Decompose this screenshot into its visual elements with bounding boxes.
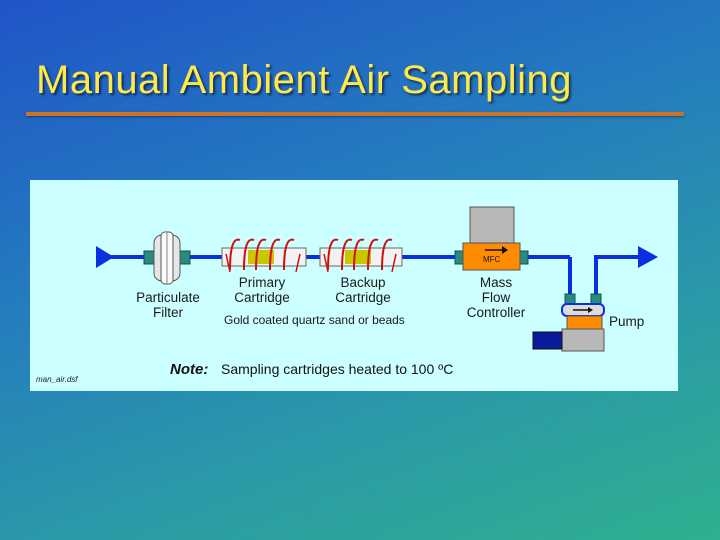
outlet-arrow-icon bbox=[638, 246, 658, 268]
mfc-label-line3: Controller bbox=[467, 305, 526, 320]
flow-tube-exhaust bbox=[594, 255, 640, 298]
note-heading: Note: bbox=[170, 361, 208, 378]
particulate-filter-icon bbox=[143, 231, 191, 285]
title-underline bbox=[26, 112, 684, 116]
pump-label: Pump bbox=[609, 314, 644, 329]
file-name-label: man_air.dsf bbox=[36, 375, 78, 384]
filter-label-line1: Particulate bbox=[136, 290, 200, 305]
filter-label-line2: Filter bbox=[153, 305, 184, 320]
backup-cartridge-icon bbox=[319, 238, 403, 273]
primary-cartridge-icon bbox=[221, 238, 307, 273]
cartridge-material-note: Gold coated quartz sand or beads bbox=[224, 313, 405, 327]
backup-label-line1: Backup bbox=[340, 275, 385, 290]
backup-label-line2: Cartridge bbox=[335, 290, 391, 305]
mass-flow-controller-icon bbox=[454, 206, 529, 271]
inlet-arrow-icon bbox=[96, 246, 114, 268]
diagram-canvas: MFC Particulate Filter Primary Cartridge… bbox=[36, 206, 658, 384]
primary-label-line2: Cartridge bbox=[234, 290, 290, 305]
mfc-label-line1: Mass bbox=[480, 275, 513, 290]
pump-icon bbox=[532, 293, 605, 352]
primary-label-line1: Primary bbox=[239, 275, 286, 290]
slide-title: Manual Ambient Air Sampling bbox=[36, 58, 572, 102]
mfc-label-line2: Flow bbox=[482, 290, 511, 305]
note-text: Sampling cartridges heated to 100 ºC bbox=[221, 361, 453, 377]
sampling-diagram: MFC Particulate Filter Primary Cartridge… bbox=[30, 180, 678, 391]
mfc-tag: MFC bbox=[483, 255, 501, 264]
